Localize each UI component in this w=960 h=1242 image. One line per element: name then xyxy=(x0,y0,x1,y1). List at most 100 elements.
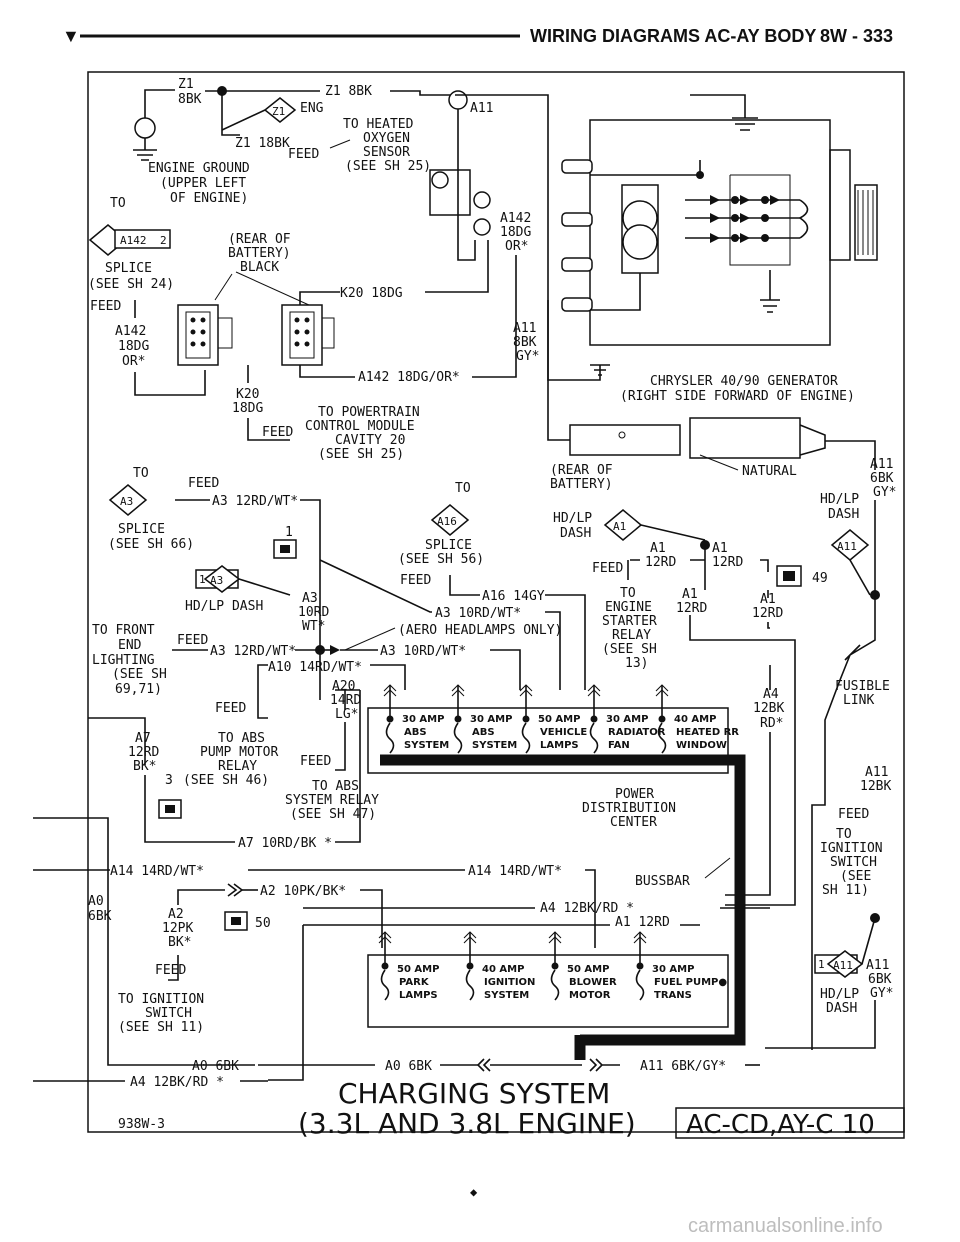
abs-pump-section: A7 12RD BK* TO ABS PUMP MOTOR RELAY (SEE… xyxy=(88,690,361,851)
hdlp-center-1: HD/LP xyxy=(553,511,592,526)
a3-wire-color: WT* xyxy=(302,619,325,634)
engine-ground-section: Z1 8BK Z1 8BK Z1 ENG Z1 18BK FEED ENGINE… xyxy=(133,77,455,206)
abs-pump-1: TO ABS xyxy=(218,731,265,746)
fuse-amperage: 30 AMP xyxy=(402,714,444,725)
starter-sheet: 13) xyxy=(625,656,648,671)
z1-splice-diamond xyxy=(263,97,297,123)
a11-6bk-wire: A11 6BK/GY* xyxy=(640,1059,726,1074)
fuse-circuit-label: ABS xyxy=(404,727,427,738)
pcm-label-3: CAVITY 20 xyxy=(335,433,405,448)
a142-splice-section: TO A142 2 SPLICE (SEE SH 24) FEED A142 1… xyxy=(88,196,206,396)
a16-splice-id: A16 xyxy=(437,515,457,528)
feed-label: FEED xyxy=(288,147,319,162)
busbar xyxy=(380,754,746,1046)
starter-starter: STARTER xyxy=(602,614,657,629)
a3-splice-diamond xyxy=(108,484,148,516)
diagram-subtitle: (3.3L AND 3.8L ENGINE) xyxy=(298,1107,636,1140)
pulley-icon xyxy=(854,184,878,261)
pdc-label-2: DISTRIBUTION xyxy=(582,801,676,816)
fuse-circuit-label: SYSTEM xyxy=(484,990,529,1001)
a142-18dg-wire: A142 18DG/OR* xyxy=(358,370,460,385)
front-3: LIGHTING xyxy=(92,653,155,668)
ign-to: TO xyxy=(836,827,852,842)
a11-gen-2: 8BK xyxy=(513,335,537,350)
pcm-label-1: TO POWERTRAIN xyxy=(318,405,420,420)
a142-gen-label2: 18DG xyxy=(500,225,531,240)
fuse-circuit-label: IGNITION xyxy=(484,977,535,988)
fuse-circuit-label: LAMPS xyxy=(399,990,438,1001)
abs-pump-2: PUMP MOTOR xyxy=(200,745,278,760)
fuse-circuit-label: MOTOR xyxy=(569,990,611,1001)
a2-side-2: 12PK xyxy=(162,921,193,936)
abs-feed-2: FEED xyxy=(300,754,331,769)
fuse-49-label: 49 xyxy=(812,571,828,586)
front-4: (SEE SH xyxy=(112,667,167,682)
connector-caret-icon xyxy=(548,931,562,944)
k20-lower-1: K20 xyxy=(236,387,259,402)
a20-label: A20 xyxy=(332,679,355,694)
engine-ground-sub2: OF ENGINE) xyxy=(170,191,248,206)
diamond-mark: ◆ xyxy=(470,1185,478,1199)
rear-battery-2a: (REAR OF xyxy=(550,463,613,478)
stud-eyelet-icon xyxy=(448,90,468,110)
a7-gauge: 12RD xyxy=(128,745,159,760)
a11-lower-2: 6BK xyxy=(868,972,892,987)
pdc-label-3: CENTER xyxy=(610,815,657,830)
a11-ground-stud: A11 A142 18DG OR* xyxy=(429,90,549,380)
a3-splice-label: SPLICE xyxy=(118,522,165,537)
fuse-amperage: 50 AMP xyxy=(397,964,439,975)
a3-to: TO xyxy=(133,466,149,481)
k20-18dg-wire: K20 18DG xyxy=(340,286,403,301)
connector-left-icon xyxy=(177,304,219,366)
starter-relay: RELAY xyxy=(612,628,651,643)
a4-12bk-wire: A4 12BK/RD * xyxy=(540,901,634,916)
rear-battery-2: BATTERY) xyxy=(228,246,291,261)
a142-splice-id: A142 xyxy=(120,234,147,247)
fuse-circuit-label: ABS xyxy=(472,727,495,738)
generator-section: A11 8BK GY* CHRYSLER 40/90 GENERATOR (RI… xyxy=(513,94,878,404)
hdlp-lower-1: HD/LP xyxy=(820,987,859,1002)
ign-switch: SWITCH xyxy=(830,855,877,870)
connector-caret-icon xyxy=(378,931,392,944)
fuse-element-icon xyxy=(380,969,390,1001)
a11-lower-pin: 1 xyxy=(818,958,825,971)
a11-conn-diamond xyxy=(830,529,870,561)
front-2: END xyxy=(118,638,142,653)
fuse-block-bottom xyxy=(367,954,729,1028)
abs-feed-section: FEED A20 14RD LG* FEED TO ABS SYSTEM REL… xyxy=(215,679,379,822)
fuse-circuit-label: LAMPS xyxy=(540,740,579,751)
connector-chevron-icon xyxy=(476,1058,491,1072)
a4-right-3: RD* xyxy=(760,716,783,731)
fuse-element-icon xyxy=(465,969,475,1001)
ign-left-1: TO IGNITION xyxy=(118,992,204,1007)
a20-gauge: 14RD xyxy=(330,693,361,708)
a1-left-gauge: 12RD xyxy=(645,555,676,570)
fuse-amperage: 30 AMP xyxy=(652,964,694,975)
fuse-amperage: 30 AMP xyxy=(470,714,512,725)
a11-lower-3: GY* xyxy=(870,986,893,1001)
a7-10rd-wire: A7 10RD/BK * xyxy=(238,836,332,851)
bussbar-label: BUSSBAR xyxy=(635,874,690,889)
header-marker: ▼ xyxy=(62,26,80,46)
z1-8bk-wire-label: Z1 8BK xyxy=(325,84,372,99)
front-5: 69,71) xyxy=(115,682,162,697)
a11-ign-1: A11 xyxy=(865,765,888,780)
a2-side-3: BK* xyxy=(168,935,191,950)
connector-caret-icon xyxy=(383,684,397,697)
eng-label: ENG xyxy=(300,101,324,116)
figure-code: 938W-3 xyxy=(118,1117,165,1132)
hdlp-center-2: DASH xyxy=(560,526,591,541)
a3-splice-section: TO FEED A3 A3 12RD/WT* SPLICE (SEE SH 66… xyxy=(108,466,321,700)
a11-right-1: A11 xyxy=(870,457,893,472)
aero-headlamps: (AERO HEADLAMPS ONLY) xyxy=(398,623,562,638)
oxygen-sensor-section: TO HEATED OXYGEN SENSOR (SEE SH 25) xyxy=(329,117,431,174)
bottom-wires: A0 6BK A0 6BK A11 6BK/GY* A4 12BK/RD * xyxy=(33,817,760,1090)
